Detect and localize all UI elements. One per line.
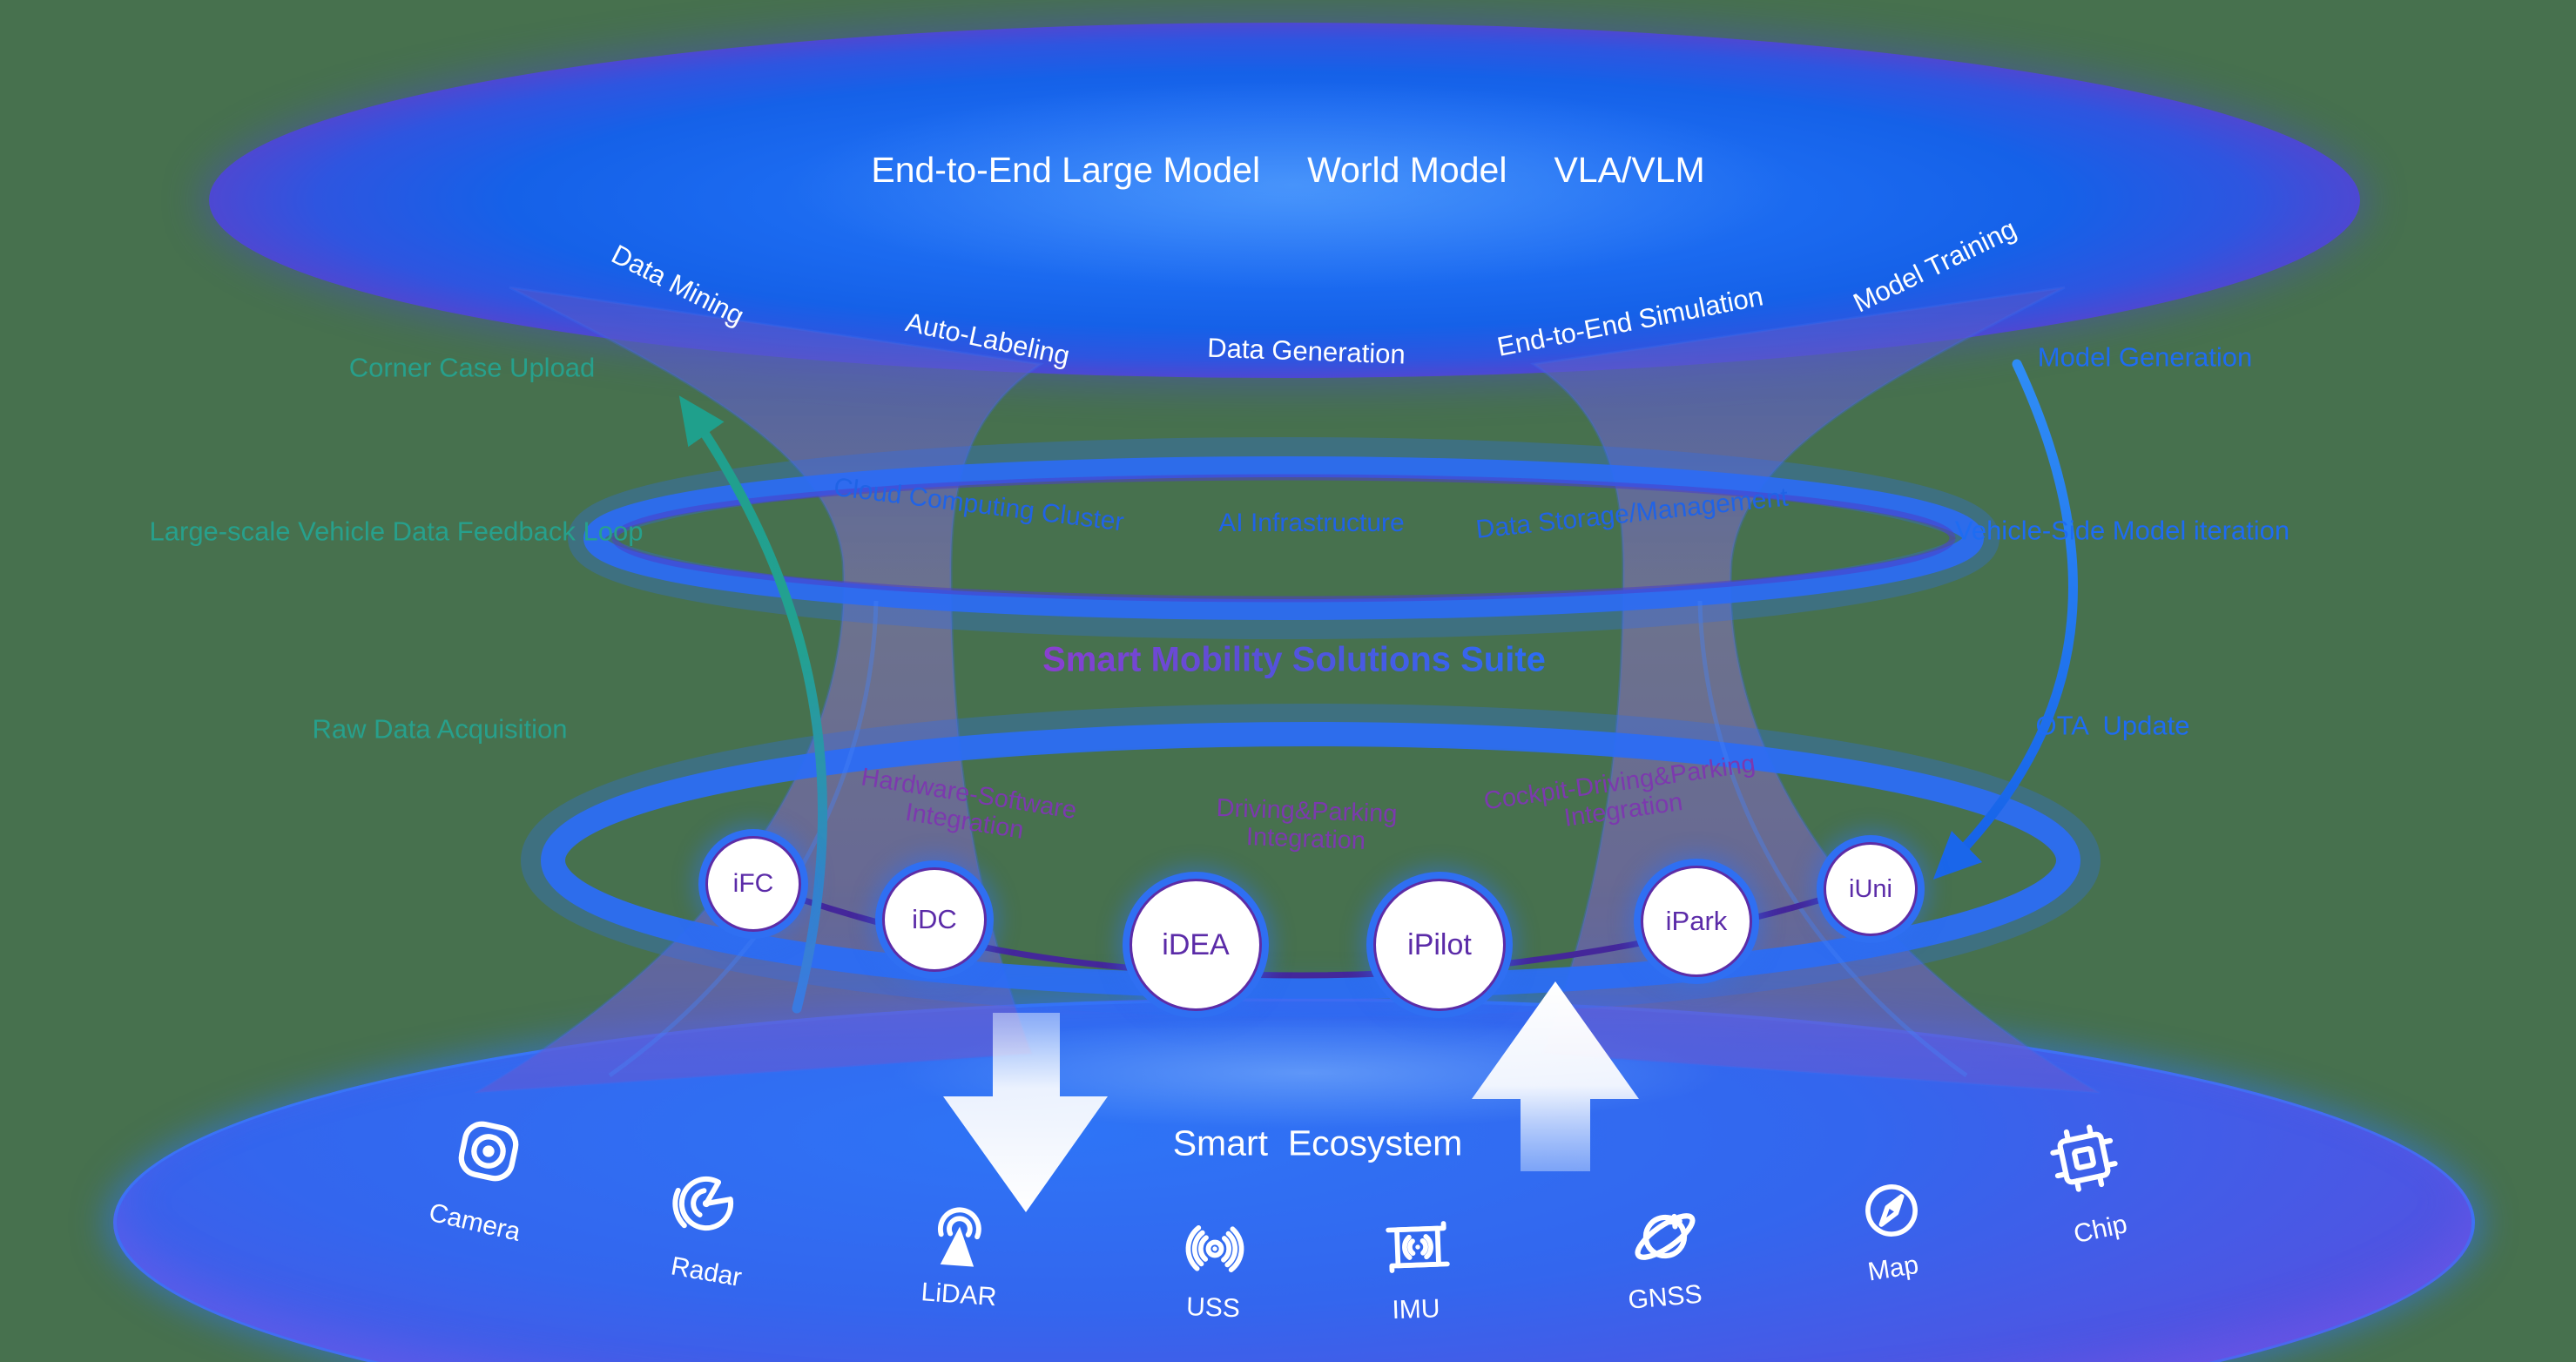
chip-icon: [2050, 1124, 2118, 1192]
ecosystem-title: Smart Ecosystem: [1172, 1123, 1463, 1163]
product-circle-iuni: iUni: [1824, 842, 1918, 936]
label-corner-case-upload: Corner Case Upload: [348, 352, 596, 383]
uss-icon: [1185, 1224, 1244, 1273]
suite-title: Smart Mobility Solutions Suite: [1042, 640, 1546, 679]
map-icon: [1865, 1184, 1918, 1237]
product-label: iDC: [912, 904, 957, 934]
lidar-icon: [938, 1207, 981, 1267]
label-ai-infrastructure: AI Infrastructure: [1218, 509, 1405, 538]
model-delivery-arrow: [1932, 359, 2079, 880]
radar-icon: [672, 1176, 734, 1231]
ecosystem-label-lidar: LiDAR: [920, 1278, 998, 1312]
up-arrow: [1472, 981, 1639, 1171]
label-model-generation: Model Generation: [2037, 341, 2253, 373]
camera-icon: [458, 1121, 519, 1182]
product-label: iUni: [1849, 874, 1892, 903]
title-end-to-end-large-model: End-to-End Large Model: [871, 150, 1261, 190]
product-label: iPark: [1665, 906, 1728, 936]
right-swoosh-curve: [1697, 600, 1968, 1078]
label-raw-data-acquisition: Raw Data Acquisition: [312, 713, 568, 745]
title-world-model: World Model: [1307, 150, 1507, 190]
label-feedback-loop: Large-scale Vehicle Data Feedback Loop: [149, 516, 644, 547]
left-swoosh-curve: [608, 600, 879, 1078]
cloud-ring-band: [583, 456, 1984, 620]
product-circle-idc: iDC: [882, 867, 987, 972]
ecosystem-label-imu: IMU: [1391, 1294, 1441, 1325]
product-label: iDEA: [1162, 927, 1230, 961]
product-label: iFC: [732, 869, 774, 898]
cloud-ring-inner-line: [611, 474, 1956, 603]
cloud-platform-disk-highlight: [649, 52, 1938, 318]
product-circle-ifc: iFC: [705, 836, 801, 932]
gnss-icon: [1635, 1213, 1696, 1260]
cloud-model-title-row: End-to-End Large Model World Model VLA/V…: [0, 150, 2576, 191]
data-upload-arrow: [678, 395, 828, 1014]
title-vla-vlm: VLA/VLM: [1554, 150, 1705, 190]
product-circle-ipark: iPark: [1641, 866, 1752, 977]
label-driving-parking-integration: Driving&Parking Integration: [1215, 794, 1398, 857]
imu-icon: [1386, 1221, 1450, 1273]
vehicle-ring-band: [541, 722, 2080, 999]
product-label: iPilot: [1407, 927, 1472, 961]
label-ota-update: OTA Update: [2035, 710, 2190, 741]
label-vehicle-side-model-iteration: Vehicle-Side Model iteration: [1954, 515, 2290, 546]
product-circle-idea: iDEA: [1130, 879, 1262, 1011]
ecosystem-label-uss: USS: [1185, 1292, 1241, 1324]
down-arrow: [943, 1013, 1108, 1212]
product-circle-ipilot: iPilot: [1373, 879, 1506, 1011]
